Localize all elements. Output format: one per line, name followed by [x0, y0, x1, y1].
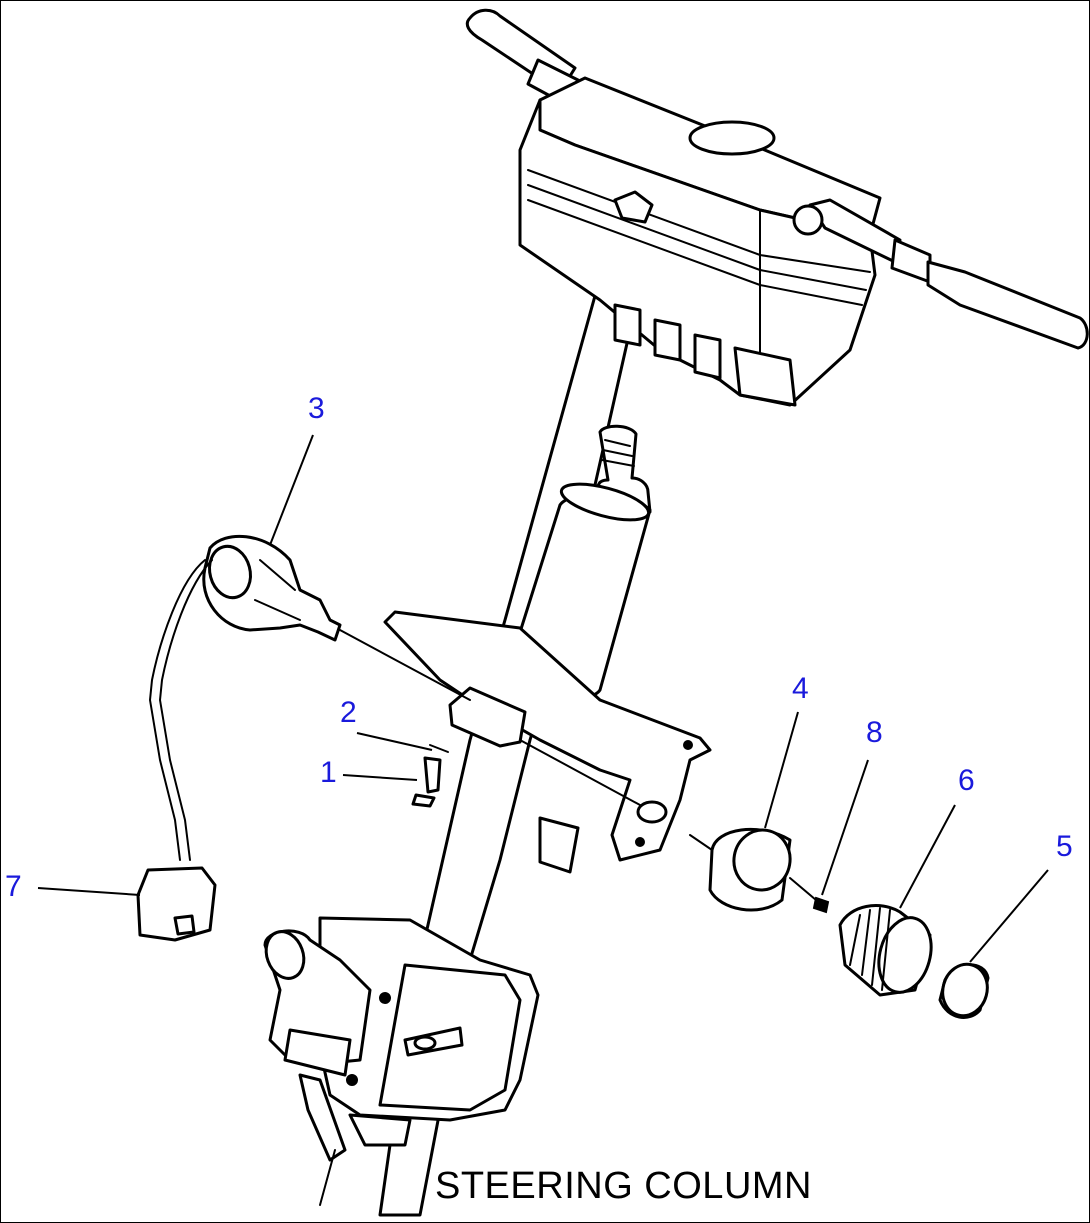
bolt-1 [411, 756, 442, 808]
callout-2: 2 [340, 696, 357, 729]
washer-2 [429, 744, 449, 753]
callout-7: 7 [5, 870, 22, 903]
callout-8: 8 [866, 716, 883, 749]
bushing-4 [708, 827, 792, 912]
callout-4: 4 [792, 672, 809, 705]
assembly-axis-line [339, 629, 817, 901]
lower-mechanism [263, 816, 580, 1206]
leader-lines [37, 434, 1049, 963]
diagram-caption: STEERING COLUMN [435, 1165, 812, 1207]
callout-3: 3 [308, 392, 325, 425]
callout-6: 6 [958, 764, 975, 797]
key-switch-3 [149, 534, 342, 861]
knob-6 [838, 904, 933, 997]
pin-8 [812, 896, 830, 914]
connector-7 [136, 866, 217, 942]
combination-switch [465, 8, 1089, 407]
callout-labels: 1 2 3 4 5 6 7 8 [5, 392, 1073, 903]
callout-1: 1 [320, 756, 337, 789]
cap-5 [938, 962, 990, 1019]
callout-5: 5 [1056, 830, 1073, 863]
